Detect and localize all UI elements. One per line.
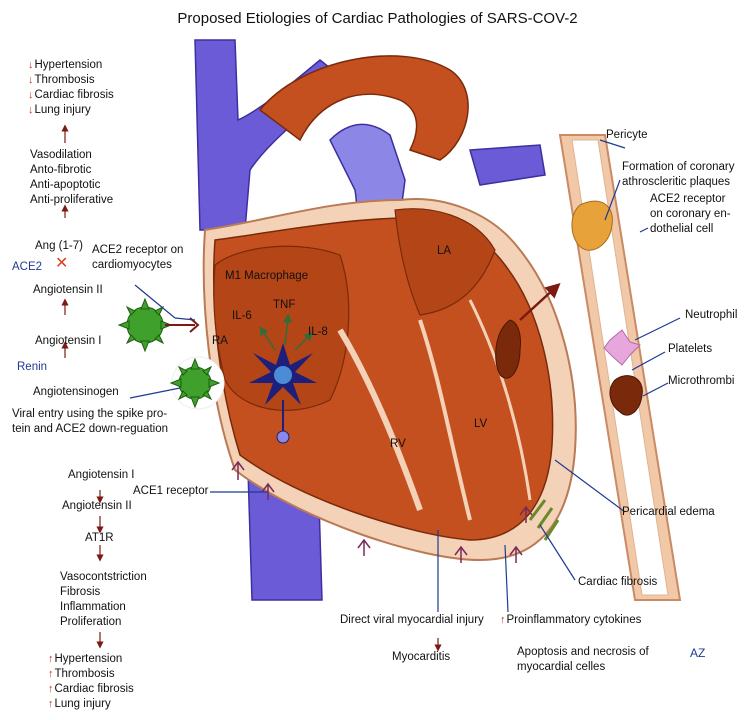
renin-label: Renin xyxy=(17,361,48,373)
ace1-receptor-label: ACE1 receptor xyxy=(133,485,209,497)
left-atrium xyxy=(394,208,496,316)
neutrophil-label: Neutrophil xyxy=(685,309,738,321)
at1r-label: AT1R xyxy=(85,532,114,544)
microthrombi-label: Microthrombi xyxy=(668,375,735,387)
angiotensin-i-label-2: Angiotensin I xyxy=(68,469,135,481)
diagram-title: Proposed Etiologies of Cardiac Pathologi… xyxy=(177,10,578,27)
direct-injury-label: Direct viral myocardial injury xyxy=(340,614,484,626)
apoptosis-label: Apoptosis and necrosis of myocardial cel… xyxy=(517,646,649,673)
outcome-item: Thrombosis xyxy=(48,667,134,682)
outcome-item: Lung injury xyxy=(28,103,114,118)
effect-item: Vasocontstriction xyxy=(60,571,147,583)
raas-outcomes-top: Hypertension Thrombosis Cardiac fibrosis… xyxy=(28,58,114,118)
effect-item: Fibrosis xyxy=(60,586,101,598)
virus-particle-entry xyxy=(169,357,221,409)
tnf-label: TNF xyxy=(273,299,296,311)
pericardial-edema-label: Pericardial edema xyxy=(622,506,715,518)
m1-macrophage-label: M1 Macrophage xyxy=(225,270,309,282)
ang17-effects: Vasodilation Anto-fibrotic Anti-apoptoti… xyxy=(30,148,113,208)
plaque-label: Formation of coronary athroscleritic pla… xyxy=(622,161,735,188)
coronary-vessel-segment xyxy=(558,134,682,601)
outcome-item: Hypertension xyxy=(48,652,134,667)
pericyte-label: Pericyte xyxy=(606,129,648,141)
lv-label: LV xyxy=(474,418,488,430)
at1r-effects: Vasocontstriction Fibrosis Inflammation … xyxy=(60,570,147,630)
effect-item: Vasodilation xyxy=(30,149,92,161)
aorta-arch xyxy=(258,55,469,161)
neutrophil-cell xyxy=(603,329,641,366)
pulmonary-branch-right xyxy=(469,144,546,186)
angiotensin-ii-label: Angiotensin II xyxy=(33,284,103,296)
author-signature: AZ xyxy=(690,646,706,660)
outcome-item: Hypertension xyxy=(28,58,114,73)
myocarditis-label: Myocarditis xyxy=(392,651,451,663)
angiotensin-i-label: Angiotensin I xyxy=(35,335,102,347)
angiotensin-ii-label-2: Angiotensin II xyxy=(62,500,132,512)
rv-label: RV xyxy=(390,438,406,450)
angiotensinogen-label: Angiotensinogen xyxy=(33,386,119,398)
ang17-label: Ang (1-7) xyxy=(35,240,83,252)
effect-item: Inflammation xyxy=(60,601,126,613)
outcome-item: Cardiac fibrosis xyxy=(28,88,114,103)
raas-outcomes-bottom: Hypertension Thrombosis Cardiac fibrosis… xyxy=(48,652,134,712)
atherosclerotic-plaque xyxy=(571,200,613,251)
ra-label: RA xyxy=(212,335,228,347)
viral-entry-label: . Viral entry using the spike pro- tein … xyxy=(12,408,168,435)
ace2-cardiomyocyte-label: ACE2 receptor on cardiomyocytes xyxy=(92,244,184,271)
cytokines-label: Proinflammatory cytokines xyxy=(500,613,642,628)
right-atrium xyxy=(213,245,350,411)
outcome-item: Lung injury xyxy=(48,697,134,712)
effect-item: Anto-fibrotic xyxy=(30,164,92,176)
blocked-x-icon: ✕ xyxy=(55,255,68,272)
effect-item: Anti-apoptotic xyxy=(30,179,101,191)
il6-label: IL-6 xyxy=(232,310,252,322)
m1-macrophage-cell xyxy=(249,343,317,444)
effect-item: Proliferation xyxy=(60,616,122,628)
effect-item: Anti-proliferative xyxy=(30,194,114,206)
cardiac-fibrosis-label: Cardiac fibrosis xyxy=(578,576,658,588)
microthrombus xyxy=(609,375,643,416)
outcome-item: Thrombosis xyxy=(28,73,114,88)
platelets-label: Platelets xyxy=(668,343,713,355)
outcome-item: Cardiac fibrosis xyxy=(48,682,134,697)
la-label: LA xyxy=(437,245,452,257)
ace2-label: ACE2 xyxy=(12,261,43,273)
virus-particle-receptor xyxy=(117,297,173,353)
ace2-endothelial-label: ACE2 receptor on coronary en- dothelial … xyxy=(650,193,731,235)
il8-label: IL-8 xyxy=(308,326,328,338)
left-coronary-vessel xyxy=(495,319,521,379)
